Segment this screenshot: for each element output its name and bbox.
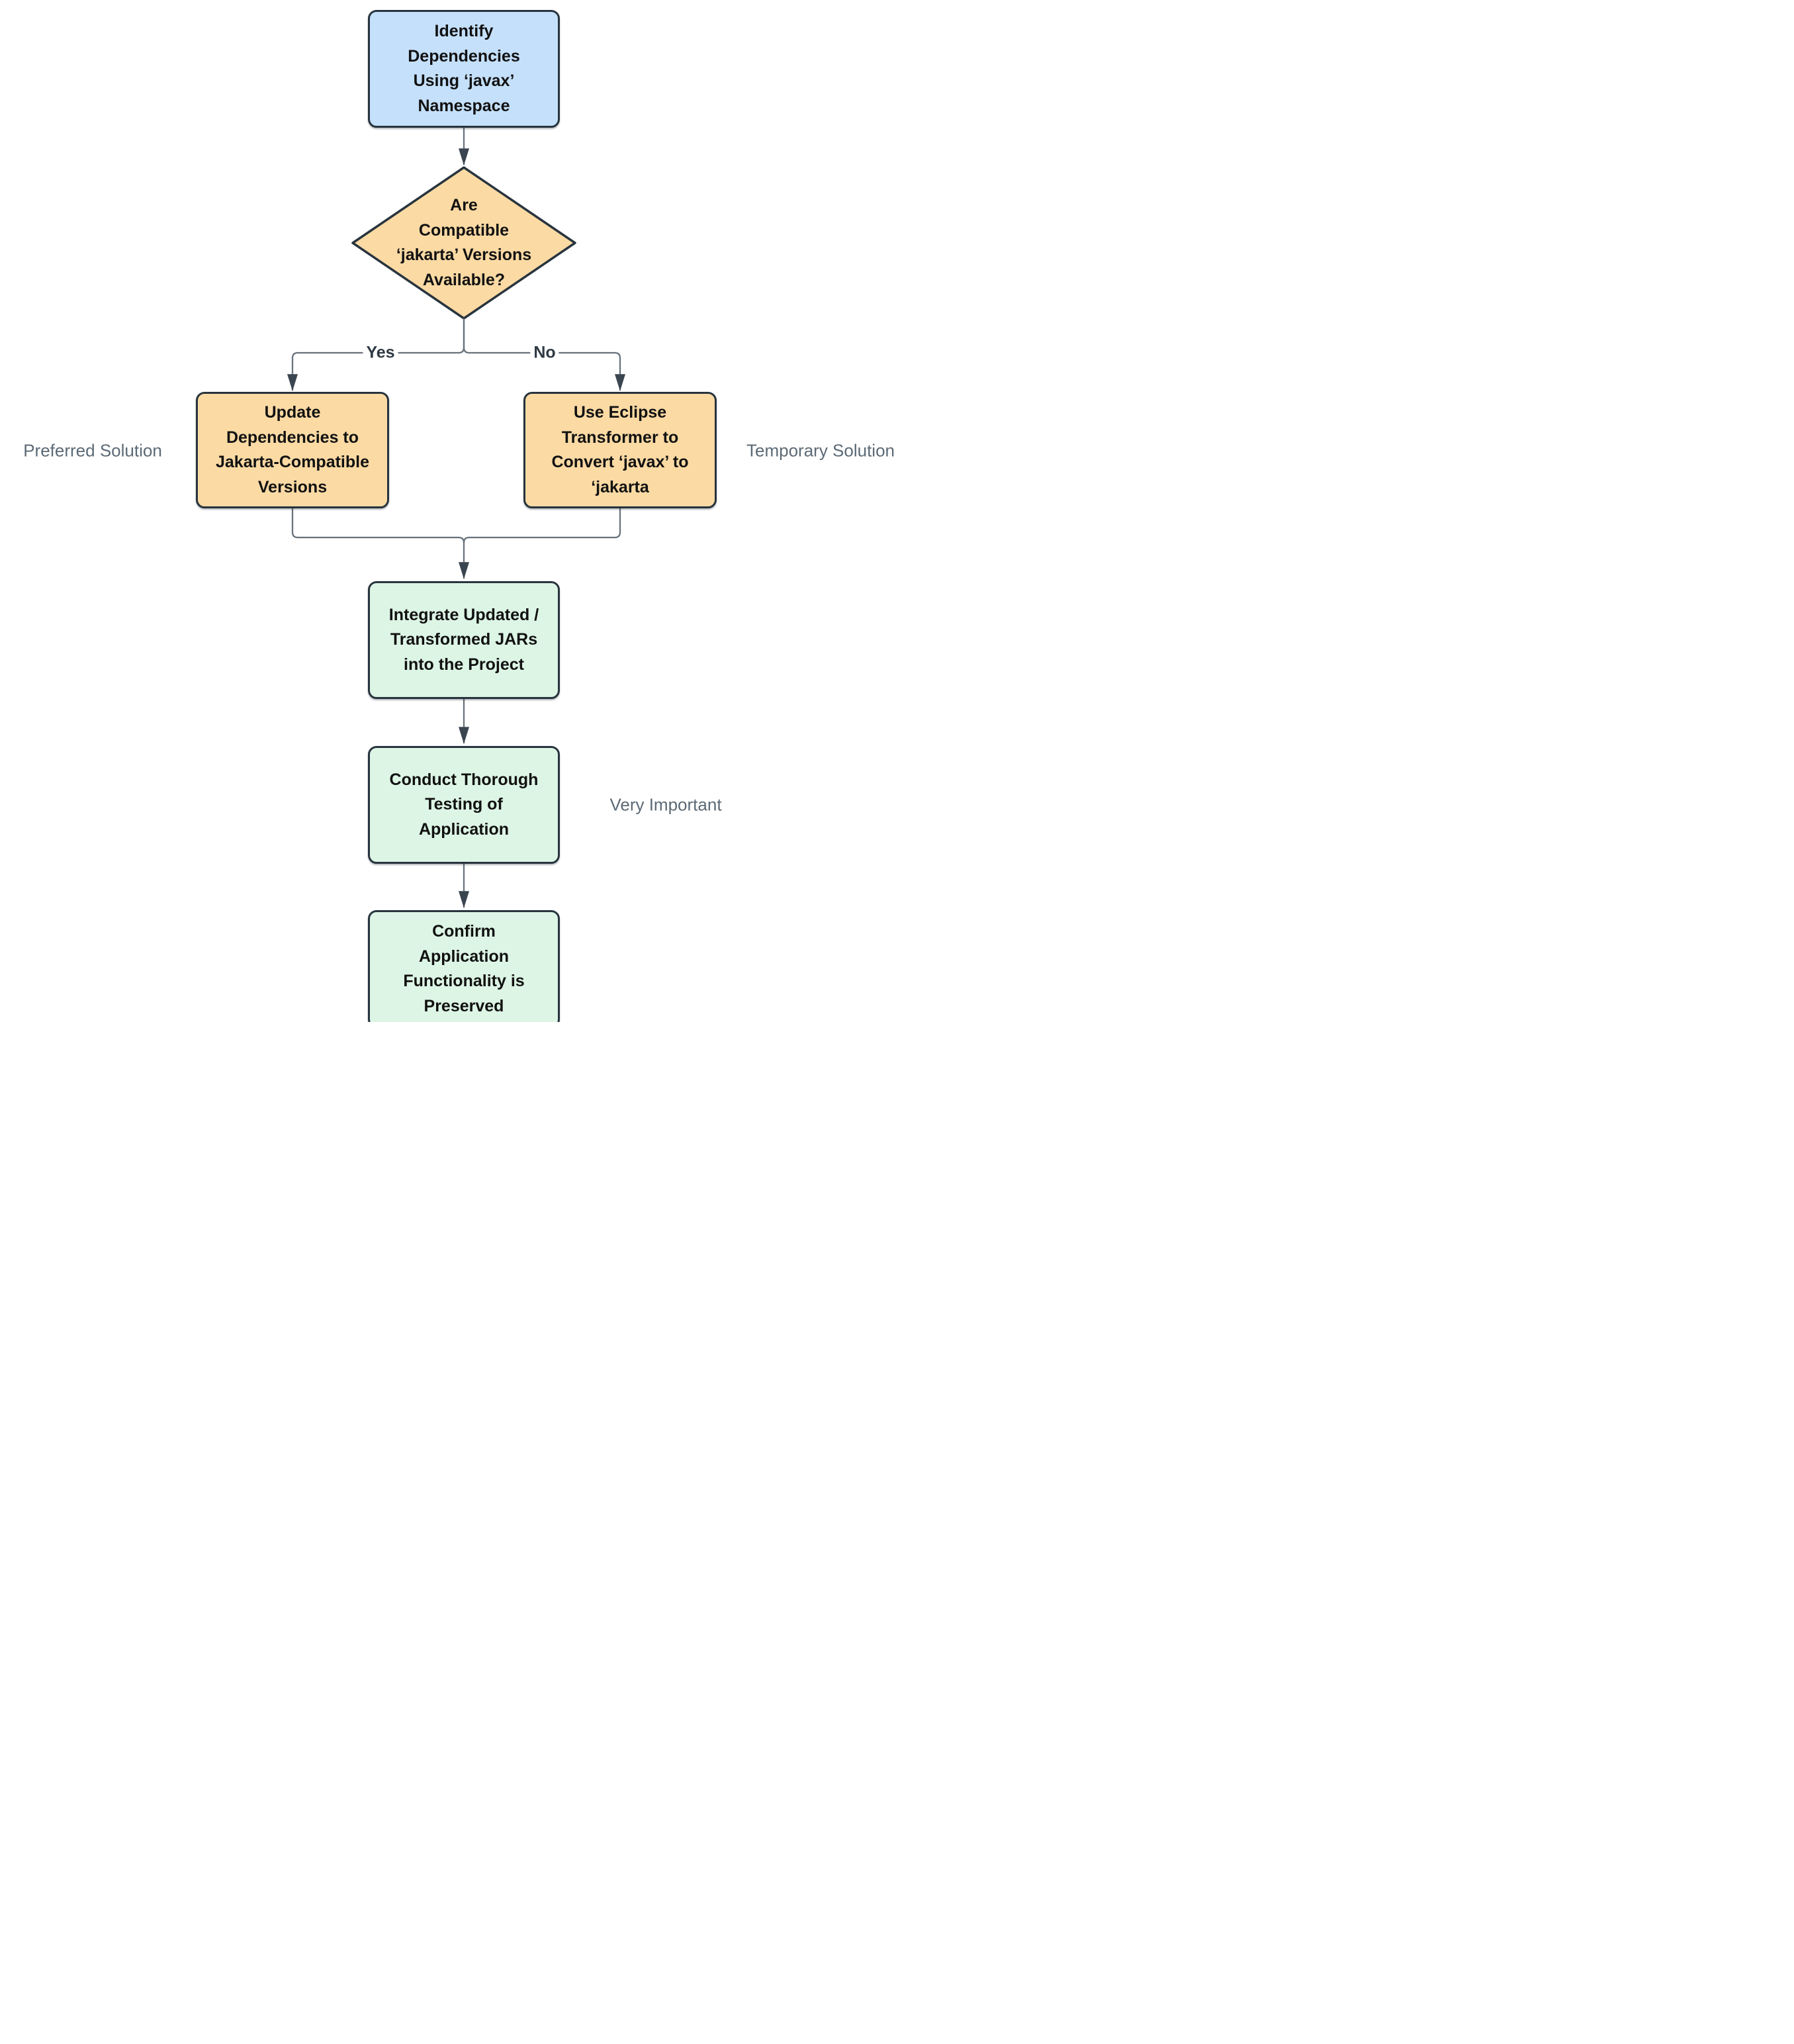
- node-conduct-testing-label: Conduct Thorough Testing of Application: [389, 770, 539, 839]
- node-identify-dependencies: Identify Dependencies Using ‘javax’ Name…: [368, 10, 560, 128]
- edge-transform-to-merge: [463, 508, 621, 543]
- node-decision-jakarta-available: Are Compatible ‘jakarta’ Versions Availa…: [373, 184, 555, 302]
- edge-label-yes: Yes: [363, 343, 398, 363]
- annotation-preferred-solution: Preferred Solution: [23, 440, 162, 461]
- node-eclipse-transformer: Use Eclipse Transformer to Convert ‘java…: [523, 392, 717, 508]
- node-decision-label: Are Compatible ‘jakarta’ Versions Availa…: [396, 196, 532, 289]
- node-update-dependencies-label: Update Dependencies to Jakarta-Compatibl…: [215, 403, 370, 496]
- flowchart-canvas: Identify Dependencies Using ‘javax’ Name…: [0, 0, 897, 1022]
- connector-layer: [287, 128, 625, 908]
- node-confirm-functionality-label: Confirm Application Functionality is Pre…: [403, 922, 525, 1015]
- node-identify-dependencies-label: Identify Dependencies Using ‘javax’ Name…: [408, 22, 520, 115]
- node-confirm-functionality: Confirm Application Functionality is Pre…: [368, 910, 560, 1022]
- edge-update-to-merge: [291, 508, 465, 543]
- edge-label-no: No: [530, 343, 559, 363]
- annotation-very-important: Very Important: [609, 794, 722, 815]
- node-integrate-jars-label: Integrate Updated / Transformed JARs int…: [388, 605, 539, 674]
- node-update-dependencies: Update Dependencies to Jakarta-Compatibl…: [196, 392, 389, 508]
- node-integrate-jars: Integrate Updated / Transformed JARs int…: [368, 581, 560, 699]
- node-eclipse-transformer-label: Use Eclipse Transformer to Convert ‘java…: [551, 403, 689, 496]
- annotation-temporary-solution: Temporary Solution: [746, 440, 895, 461]
- node-conduct-testing: Conduct Thorough Testing of Application: [368, 746, 560, 864]
